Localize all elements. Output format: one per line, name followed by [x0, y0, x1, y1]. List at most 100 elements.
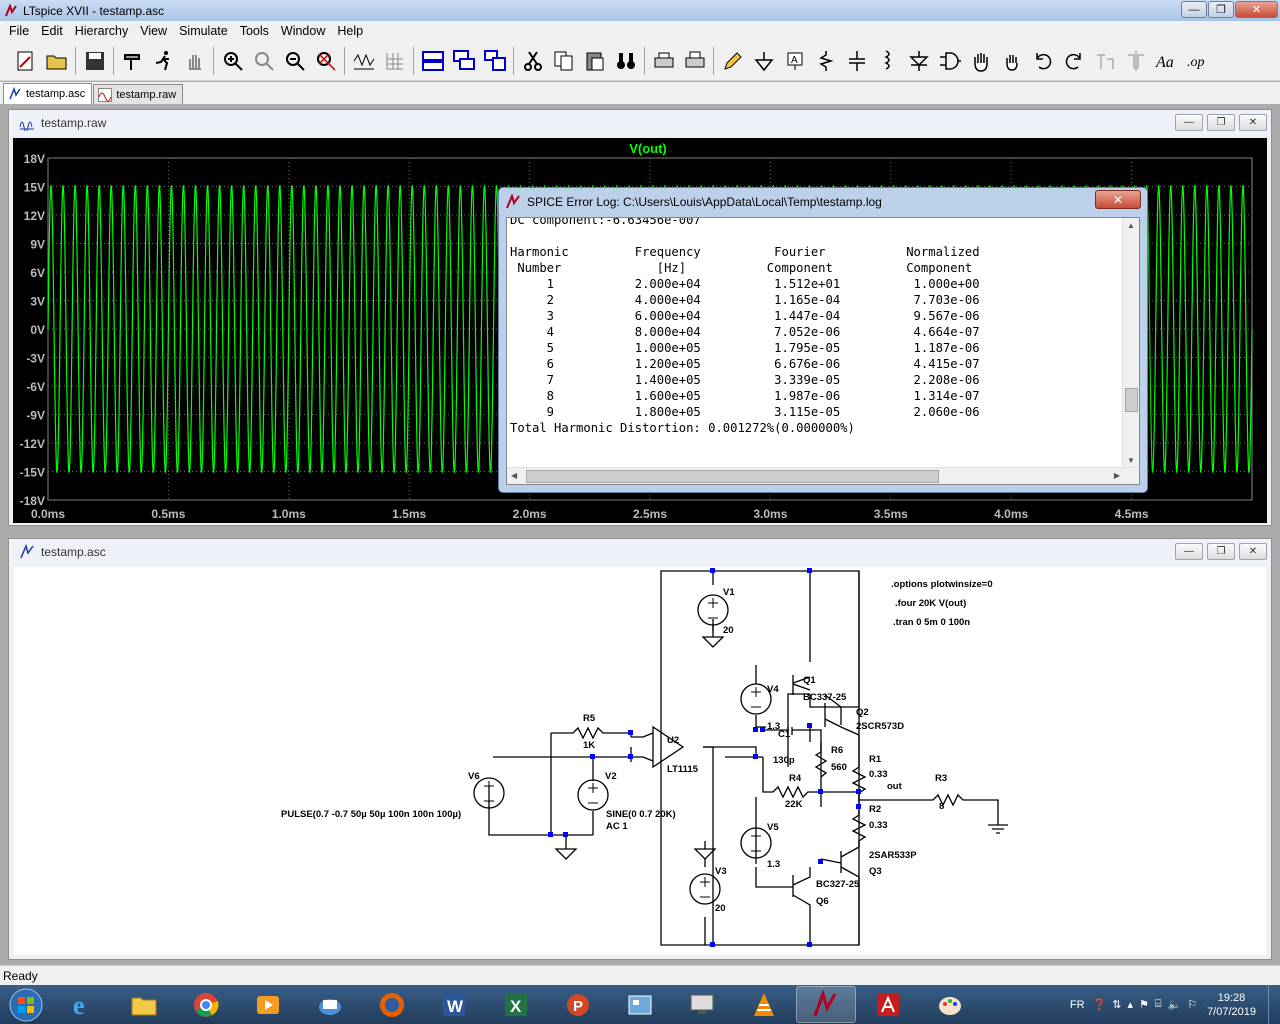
paste-button[interactable] — [579, 45, 610, 76]
close-button[interactable]: ✕ — [1235, 1, 1278, 18]
volume-icon[interactable]: 🔈 — [1167, 999, 1182, 1011]
print-preview-button[interactable] — [679, 45, 710, 76]
inductor-button[interactable] — [872, 45, 903, 76]
network-icon[interactable]: ⌸ — [1154, 998, 1162, 1010]
menu-file[interactable]: File — [9, 24, 30, 38]
minimize-button[interactable]: — — [1181, 1, 1207, 18]
drag-button[interactable] — [996, 45, 1027, 76]
help-icon[interactable]: ❓ — [1092, 999, 1107, 1011]
zoom-fit-icon — [316, 51, 336, 71]
capacitor-button[interactable] — [841, 45, 872, 76]
copy-button[interactable] — [548, 45, 579, 76]
waveform-restore-button[interactable]: ❐ — [1207, 114, 1235, 131]
show-desktop-button[interactable] — [1268, 985, 1280, 1024]
arrow-up-icon[interactable]: ▴ — [1127, 999, 1133, 1011]
rotate-button[interactable] — [1089, 45, 1120, 76]
error-log-close-button[interactable]: ✕ — [1095, 190, 1141, 209]
open-button[interactable] — [41, 45, 72, 76]
zoom-fit-button[interactable] — [310, 45, 341, 76]
taskbar-mail[interactable] — [300, 986, 360, 1023]
ground-button[interactable] — [748, 45, 779, 76]
horizontal-scroll-thumb[interactable] — [526, 470, 939, 483]
taskbar-control-panel[interactable] — [610, 986, 670, 1023]
halt-button[interactable] — [179, 45, 210, 76]
mirror-button[interactable] — [1120, 45, 1151, 76]
find-button[interactable] — [610, 45, 641, 76]
print-button[interactable] — [648, 45, 679, 76]
scroll-up-icon[interactable]: ▲ — [1127, 221, 1135, 230]
spice-directive-button[interactable]: .op — [1182, 45, 1213, 76]
menu-help[interactable]: Help — [337, 24, 364, 38]
schematic-close-button[interactable]: ✕ — [1239, 543, 1267, 560]
zoom-out-button[interactable] — [279, 45, 310, 76]
scroll-down-icon[interactable]: ▼ — [1127, 456, 1135, 465]
menu-simulate[interactable]: Simulate — [179, 24, 228, 38]
cascade-button[interactable] — [448, 45, 479, 76]
clock[interactable]: 19:28 7/07/2019 — [1207, 991, 1256, 1019]
pan-button[interactable] — [248, 45, 279, 76]
text-button[interactable]: Aa — [1151, 45, 1182, 76]
maximize-button[interactable]: ❐ — [1208, 1, 1234, 18]
component-button[interactable] — [934, 45, 965, 76]
taskbar-ie[interactable]: e — [52, 986, 112, 1023]
q1-label: Q1 — [803, 675, 816, 686]
tile-vertical-button[interactable] — [479, 45, 510, 76]
taskbar-excel[interactable]: X — [486, 986, 546, 1023]
menu-window[interactable]: Window — [280, 24, 326, 38]
control-panel-button[interactable] — [117, 45, 148, 76]
vertical-scroll-thumb[interactable] — [1125, 388, 1138, 412]
diode-button[interactable] — [903, 45, 934, 76]
menu-view[interactable]: View — [140, 24, 168, 38]
taskbar-explorer[interactable] — [114, 986, 174, 1023]
taskbar-display[interactable] — [672, 986, 732, 1023]
error-log-line: 1 2.000e+04 1.512e+01 1.000e+00 — [510, 277, 980, 291]
autorange-button[interactable] — [348, 45, 379, 76]
grid-button[interactable] — [379, 45, 410, 76]
svg-text:W: W — [447, 997, 464, 1016]
tab-testamp-raw[interactable]: testamp.raw — [93, 84, 184, 104]
run-button[interactable] — [148, 45, 179, 76]
tile-horizontal-button[interactable] — [417, 45, 448, 76]
horizontal-scrollbar[interactable]: ◀ ▶ — [507, 467, 1139, 484]
taskbar-chrome[interactable] — [176, 986, 236, 1023]
label-net-button[interactable]: A — [779, 45, 810, 76]
taskbar-paint[interactable] — [920, 986, 980, 1023]
text-icon: Aa — [1155, 54, 1174, 71]
taskbar-ltspice[interactable] — [796, 986, 856, 1023]
waveform-close-button[interactable]: ✕ — [1239, 114, 1267, 131]
taskbar-vlc[interactable] — [734, 986, 794, 1023]
move-button[interactable] — [965, 45, 996, 76]
start-button[interactable] — [0, 985, 52, 1024]
menu-tools[interactable]: Tools — [239, 24, 269, 38]
taskbar-acrobat[interactable] — [858, 986, 918, 1023]
taskbar-word[interactable]: W — [424, 986, 484, 1023]
new-schematic-button[interactable] — [10, 45, 41, 76]
schematic-pane[interactable]: .options plotwinsize=0 .four 20K V(out) … — [13, 567, 1267, 955]
flag-icon[interactable]: ⚐ — [1187, 999, 1198, 1011]
taskbar-firefox[interactable] — [362, 986, 422, 1023]
r4-value: 22K — [785, 799, 803, 810]
redo-button[interactable] — [1058, 45, 1089, 76]
cut-button[interactable] — [517, 45, 548, 76]
menu-edit[interactable]: Edit — [41, 24, 63, 38]
schematic-minimize-button[interactable]: — — [1175, 543, 1203, 560]
schematic-restore-button[interactable]: ❐ — [1207, 543, 1235, 560]
language-indicator[interactable]: FR — [1069, 998, 1085, 1011]
taskbar-powerpoint[interactable]: P — [548, 986, 608, 1023]
zoom-in-button[interactable] — [217, 45, 248, 76]
scroll-left-icon[interactable]: ◀ — [511, 471, 518, 480]
menu-hierarchy[interactable]: Hierarchy — [74, 24, 129, 38]
waveform-minimize-button[interactable]: — — [1175, 114, 1203, 131]
save-button[interactable] — [79, 45, 110, 76]
network-arrows-icon[interactable]: ⇅ — [1112, 999, 1122, 1011]
tab-testamp-asc[interactable]: testamp.asc — [3, 83, 93, 104]
scroll-right-icon[interactable]: ▶ — [1113, 471, 1120, 480]
vertical-scrollbar[interactable]: ▲ ▼ — [1122, 218, 1139, 468]
taskbar-media[interactable] — [238, 986, 298, 1023]
draw-wire-button[interactable] — [717, 45, 748, 76]
resistor-button[interactable] — [810, 45, 841, 76]
undo-button[interactable] — [1027, 45, 1058, 76]
error-log-content[interactable]: DC component:-6.63456e-007 Harmonic Freq… — [506, 217, 1140, 485]
action-center-icon[interactable]: ⚑ — [1139, 999, 1149, 1011]
